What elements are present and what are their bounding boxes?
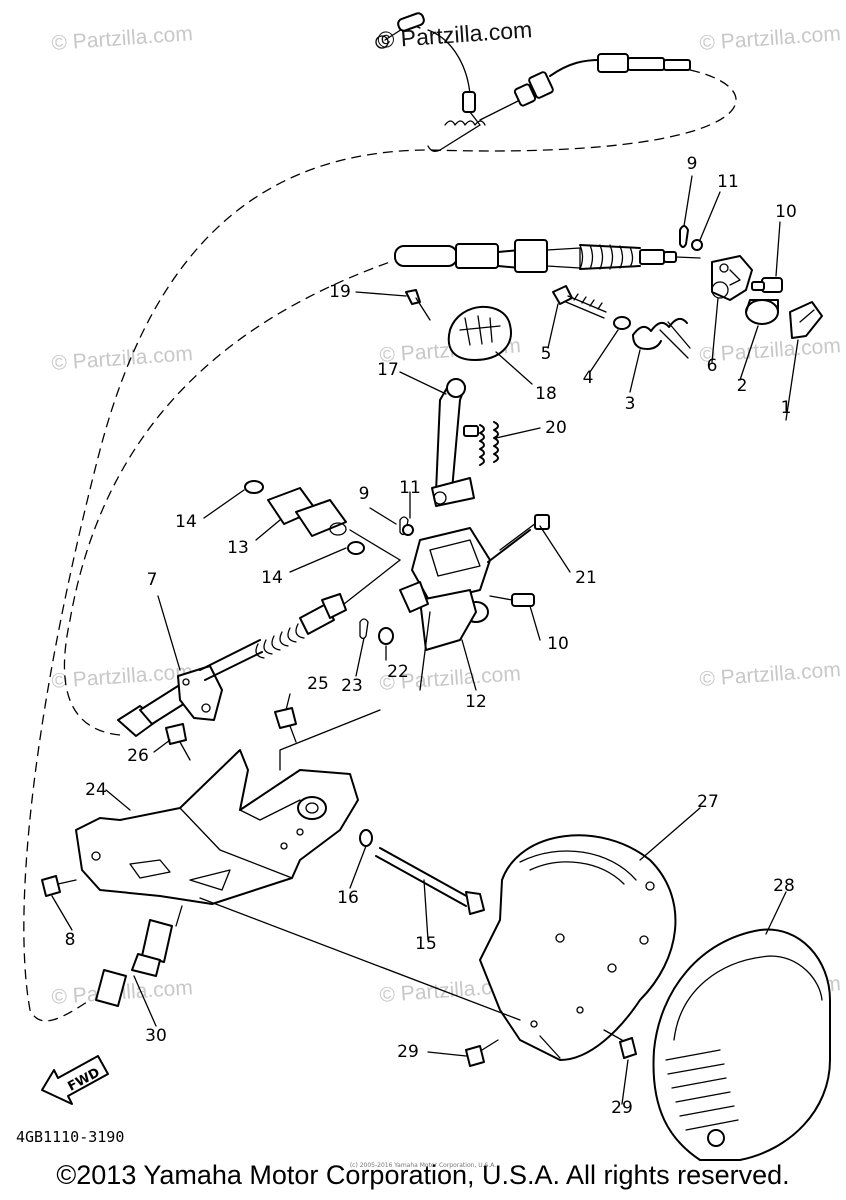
upper-lever-group xyxy=(679,225,823,339)
upper-shift-cable xyxy=(394,239,701,273)
callout-25: 25 xyxy=(307,674,329,694)
watermark-layer: © Partzilla.com © Partzilla.com © Partzi… xyxy=(51,16,842,1009)
callout-28: 28 xyxy=(773,876,795,896)
cover-plate xyxy=(479,834,677,1061)
callout-13: 13 xyxy=(227,538,249,558)
leader-lines xyxy=(51,175,799,1105)
watermark-text: © Partzilla.com xyxy=(51,660,194,693)
watermark-text: © Partzilla.com xyxy=(51,342,194,375)
fwd-arrow-icon: FWD xyxy=(41,1055,109,1105)
return-spring xyxy=(479,421,499,466)
callout-12: 12 xyxy=(465,692,487,712)
callout-6: 6 xyxy=(707,356,718,376)
outer-cover xyxy=(652,928,831,1161)
callout-14-lower: 14 xyxy=(261,568,283,588)
top-cable-assembly xyxy=(375,12,691,152)
callout-23: 23 xyxy=(341,676,363,696)
callout-9-lower: 9 xyxy=(359,484,370,504)
callout-7: 7 xyxy=(147,570,158,590)
callout-20: 20 xyxy=(545,418,567,438)
callout-11-lower: 11 xyxy=(399,478,421,498)
washer-cotter-pin xyxy=(359,618,394,645)
callout-labels: 1 2 3 4 5 6 7 8 9 9 10 10 11 11 12 13 14… xyxy=(65,154,797,1118)
diagram-code: 4GB1110-3190 xyxy=(16,1128,124,1146)
lower-shift-cable xyxy=(117,559,401,737)
callout-5: 5 xyxy=(541,344,552,364)
watermark-text: © Partzilla.com xyxy=(699,658,842,691)
callout-10-upper: 10 xyxy=(775,202,797,222)
callout-8: 8 xyxy=(65,930,76,950)
callout-9-upper: 9 xyxy=(687,154,698,174)
copyright-line: ©2013 Yamaha Motor Corporation, U.S.A. A… xyxy=(56,1160,790,1190)
mounting-bracket xyxy=(75,709,381,905)
callout-19: 19 xyxy=(329,282,351,302)
callout-30: 30 xyxy=(145,1026,167,1046)
shift-knob-group xyxy=(405,289,512,361)
callout-17: 17 xyxy=(377,360,399,380)
callout-16: 16 xyxy=(337,888,359,908)
watermark-text: © Partzilla.com xyxy=(699,334,842,367)
long-bolt xyxy=(375,847,485,915)
rod-end-30 xyxy=(95,897,521,1021)
watermark-text: © Partzilla.com xyxy=(51,22,194,55)
callout-29-left: 29 xyxy=(397,1042,419,1062)
bolts-29 xyxy=(465,1029,637,1067)
copyright-small: (c) 2005-2016 Yamaha Motor Corporation, … xyxy=(349,1162,497,1169)
callout-2: 2 xyxy=(737,376,748,396)
callout-1: 1 xyxy=(781,398,792,418)
shift-bracket xyxy=(399,514,550,691)
routing-dashed-line xyxy=(23,69,737,1022)
callout-26: 26 xyxy=(127,746,149,766)
screws-25-26 xyxy=(165,707,297,761)
routing-dashed-line xyxy=(63,261,391,736)
watermark-text: © Partzilla.com xyxy=(699,22,842,55)
callout-29-right: 29 xyxy=(611,1098,633,1118)
callout-11-upper: 11 xyxy=(717,172,739,192)
callout-10-lower: 10 xyxy=(547,634,569,654)
callout-18: 18 xyxy=(535,384,557,404)
callout-15: 15 xyxy=(415,934,437,954)
callout-27: 27 xyxy=(697,792,719,812)
spring-washer-bolt xyxy=(552,285,691,359)
callout-4: 4 xyxy=(583,368,594,388)
shift-lever xyxy=(431,378,479,507)
callout-3: 3 xyxy=(625,394,636,414)
bolt-8-washer-16 xyxy=(41,829,373,897)
callout-14-upper: 14 xyxy=(175,512,197,532)
callout-22: 22 xyxy=(387,662,409,682)
callout-21: 21 xyxy=(575,568,597,588)
bushing-group xyxy=(244,480,401,561)
callout-24: 24 xyxy=(85,780,107,800)
